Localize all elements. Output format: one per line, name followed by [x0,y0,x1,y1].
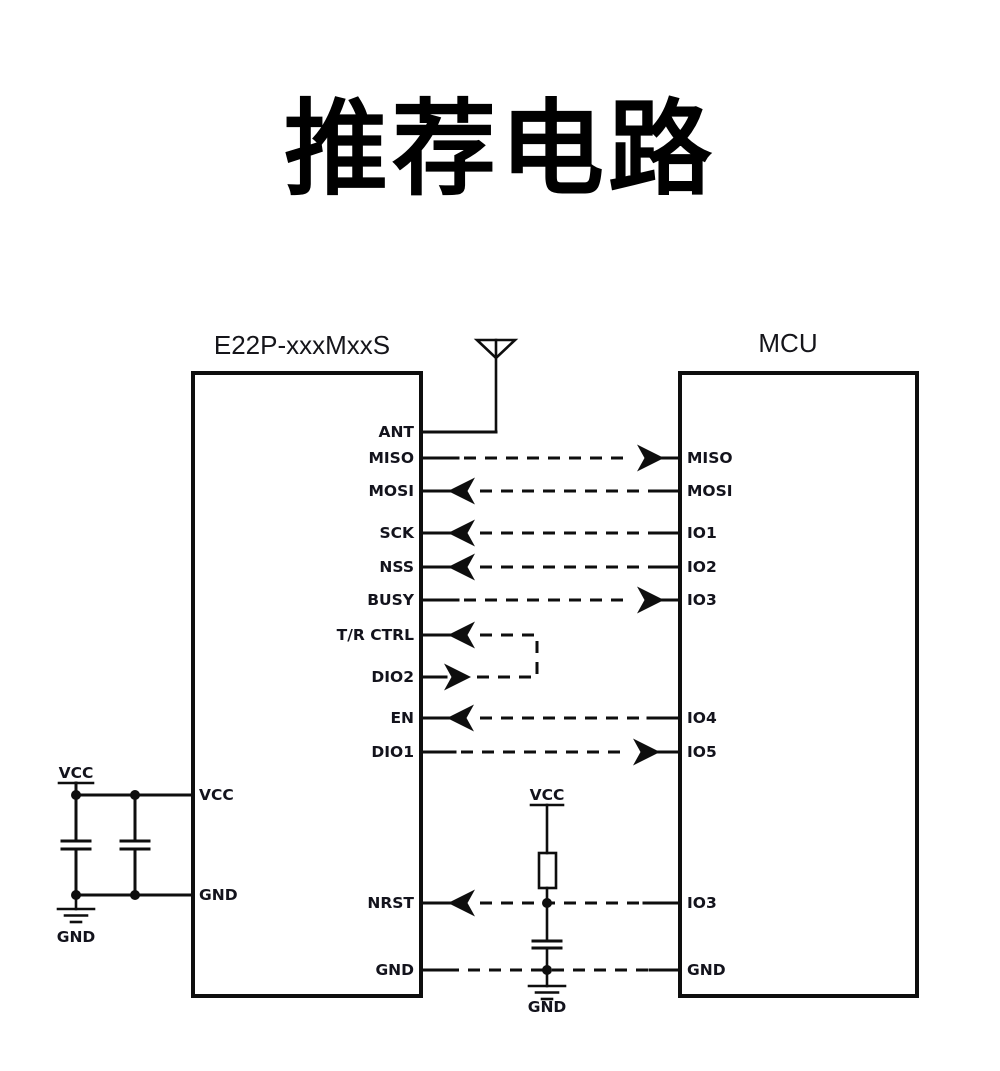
antenna-icon [419,338,519,434]
mcu-pin-miso: MISO [687,449,733,467]
pin-dio2: DIO2 [371,668,414,686]
pin-gnd-bottom: GND [375,961,414,979]
pin-ant: ANT [378,423,414,441]
module-title: E22P-xxxMxxS [214,330,390,360]
wire-sck [419,519,682,547]
arrow-left-icon [448,553,475,581]
pin-busy: BUSY [367,591,415,609]
pin-mosi: MOSI [368,482,414,500]
ground-symbol-left [56,893,96,924]
mcu-pin-labels: MISO MOSI IO1 IO2 IO3 IO4 IO5 IO3 GND [687,449,733,979]
arrow-left-icon [447,704,474,732]
wire-dio1 [419,738,682,766]
arrow-left-icon [448,889,475,917]
capacitor-2 [119,793,151,897]
pin-nrst: NRST [367,894,414,912]
wire-busy [419,586,682,614]
arrow-right-icon [637,444,664,472]
pin-nss: NSS [379,558,414,576]
wire-trctrl-dio2 [419,621,539,691]
module-block [191,371,423,998]
mcu-pin-io5: IO5 [687,743,717,761]
mcu-pin-io3b: IO3 [687,894,717,912]
arrow-left-icon [448,621,475,649]
mcu-pin-gnd: GND [687,961,726,979]
pin-sck: SCK [379,524,415,542]
resistor [537,851,558,890]
left-power-rail: VCC [56,764,195,946]
mcu-block [678,371,919,998]
mcu-pin-io3: IO3 [687,591,717,609]
mcu-pin-io4: IO4 [687,709,717,727]
arrow-right-icon [444,663,471,691]
mcu-title: MCU [758,328,817,358]
arrow-left-icon [448,477,475,505]
nrst-pullup-circuit: VCC GND [527,786,567,1016]
junction-dot [130,890,140,900]
vcc-rail-label: VCC [59,764,94,782]
ground-symbol-middle [527,968,567,1001]
pin-tr-ctrl: T/R CTRL [337,626,414,644]
arrow-right-icon [637,586,664,614]
pin-gnd: GND [199,886,238,904]
pullup-gnd-label: GND [528,998,567,1016]
mcu-pin-io2: IO2 [687,558,717,576]
pin-miso: MISO [368,449,414,467]
mcu-pin-io1: IO1 [687,524,717,542]
arrow-left-icon [448,519,475,547]
wire-miso [419,444,682,472]
pullup-vcc-label: VCC [530,786,565,804]
pin-vcc: VCC [199,786,234,804]
page-title: 推荐电路 [283,92,716,208]
capacitor-1 [60,793,92,897]
wire-en [419,704,682,732]
wire-mosi [419,477,682,505]
wire-nrst [419,889,682,917]
gnd-rail-label: GND [57,928,96,946]
pin-dio1: DIO1 [371,743,414,761]
wire-nss [419,553,682,581]
module-pin-labels: ANT MISO MOSI SCK NSS BUSY T/R CTRL DIO2… [199,423,415,979]
arrow-right-icon [633,738,660,766]
pin-en: EN [390,709,414,727]
mcu-pin-mosi: MOSI [687,482,733,500]
